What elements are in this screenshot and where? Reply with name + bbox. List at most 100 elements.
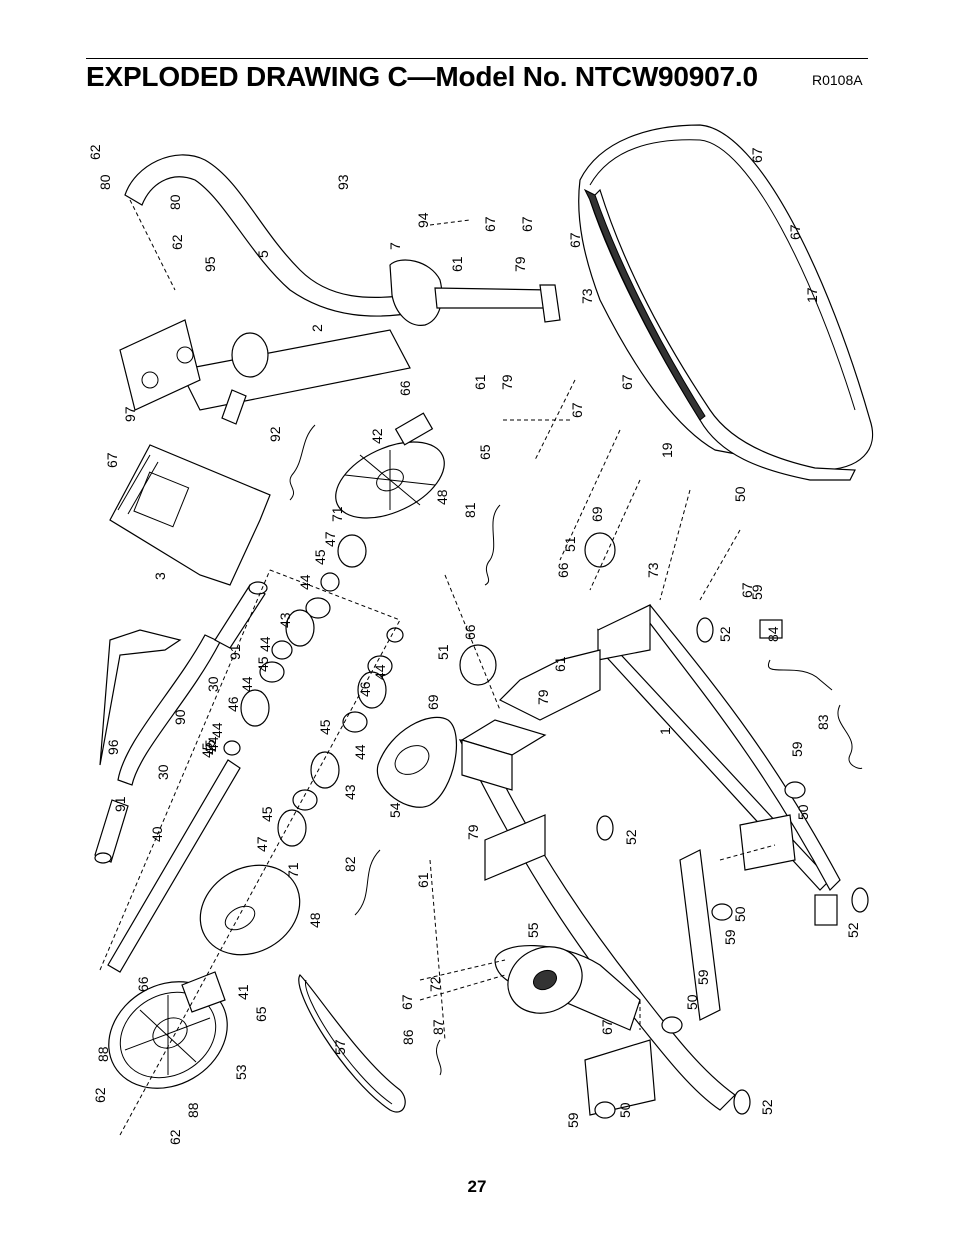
leader-lines (99, 199, 776, 1136)
part-label: 44 (372, 664, 388, 680)
part-label: 67 (399, 994, 415, 1010)
grip-91-upper (214, 581, 268, 649)
part-label: 61 (472, 374, 488, 390)
part-label: 61 (449, 256, 465, 272)
part-label: 73 (579, 288, 595, 304)
part-label: 50 (732, 486, 748, 502)
part-label: 45 (255, 656, 271, 672)
part-label: 79 (499, 374, 515, 390)
part-label: 67 (739, 582, 755, 598)
part-label: 67 (104, 452, 120, 468)
part-label: 52 (623, 829, 639, 845)
part-label: 53 (233, 1064, 249, 1080)
part-label: 47 (322, 531, 338, 547)
part-label: 73 (645, 562, 661, 578)
part-label: 62 (87, 144, 103, 160)
pedal-arm-54 (376, 716, 458, 808)
part-label: 66 (462, 624, 478, 640)
drive-belt-57 (298, 974, 406, 1113)
part-label: 57 (332, 1039, 348, 1055)
main-frame (458, 604, 841, 1116)
feet (596, 617, 869, 1115)
part-label: 50 (795, 804, 811, 820)
part-label: 67 (569, 402, 585, 418)
part-label: 83 (815, 714, 831, 730)
part-label: 7 (387, 242, 403, 250)
part-labels: 62 80 80 62 5 93 94 67 67 67 7 61 79 95 … (87, 144, 861, 1145)
part-label: 71 (285, 862, 301, 878)
part-label: 62 (167, 1129, 183, 1145)
part-label: 50 (732, 906, 748, 922)
part-label: 44 (257, 636, 273, 652)
part-label: 54 (387, 802, 403, 818)
part-label: 81 (462, 502, 478, 518)
part-label: 86 (400, 1029, 416, 1045)
part-label: 80 (97, 174, 113, 190)
part-label: 66 (397, 380, 413, 396)
grip-91-lower (94, 799, 129, 864)
part-label: 79 (465, 824, 481, 840)
drawing-code: R0108A (812, 72, 863, 88)
flywheel-53 (108, 971, 228, 1089)
part-label: 45 (312, 549, 328, 565)
part-label: 67 (749, 147, 765, 163)
part-label: 79 (535, 689, 551, 705)
part-label: 91 (112, 796, 128, 812)
page-number: 27 (467, 1177, 487, 1196)
part-label: 44 (239, 676, 255, 692)
part-label: 17 (804, 287, 820, 303)
part-label: 44 (205, 736, 221, 752)
part-label: 19 (659, 442, 675, 458)
part-label: 67 (599, 1019, 615, 1035)
part-label: 69 (589, 506, 605, 522)
part-label: 30 (155, 764, 171, 780)
bearings (223, 532, 806, 1119)
part-label: 5 (255, 250, 271, 258)
part-label: 51 (435, 644, 451, 660)
part-label: 2 (309, 324, 325, 332)
part-label: 52 (717, 626, 733, 642)
pulley-48-lower (199, 864, 301, 956)
part-label: 92 (267, 426, 283, 442)
part-label: 84 (765, 626, 781, 642)
part-label: 59 (565, 1112, 581, 1128)
part-label: 67 (787, 224, 803, 240)
part-label: 72 (427, 976, 443, 992)
part-label: 67 (567, 232, 583, 248)
arm-40 (107, 759, 241, 973)
wires (289, 424, 863, 1076)
arm-90 (99, 629, 221, 786)
part-label: 71 (329, 506, 345, 522)
part-label: 67 (482, 216, 498, 232)
part-label: 65 (253, 1006, 269, 1022)
part-label: 40 (149, 826, 165, 842)
part-label: 43 (342, 784, 358, 800)
part-label: 41 (235, 984, 251, 1000)
part-label: 61 (552, 656, 568, 672)
part-label: 95 (202, 256, 218, 272)
part-label: 44 (209, 722, 225, 738)
part-label: 61 (415, 872, 431, 888)
part-label: 50 (684, 994, 700, 1010)
part-label: 88 (95, 1046, 111, 1062)
part-label: 45 (199, 742, 215, 758)
part-label: 59 (749, 584, 765, 600)
part-label: 67 (519, 216, 535, 232)
part-label: 59 (789, 741, 805, 757)
console (109, 444, 271, 586)
handlebar-assembly (119, 154, 561, 425)
shroud (578, 124, 874, 481)
part-label: 59 (722, 929, 738, 945)
part-label: 3 (152, 572, 168, 580)
part-label: 82 (342, 856, 358, 872)
part-label: 45 (202, 739, 218, 755)
part-label: 66 (555, 562, 571, 578)
part-label: 91 (227, 644, 243, 660)
part-label: 50 (617, 1102, 633, 1118)
part-label: 69 (425, 694, 441, 710)
part-label: 46 (225, 696, 241, 712)
part-label: 59 (695, 969, 711, 985)
part-label: 45 (317, 719, 333, 735)
part-label: 51 (562, 536, 578, 552)
